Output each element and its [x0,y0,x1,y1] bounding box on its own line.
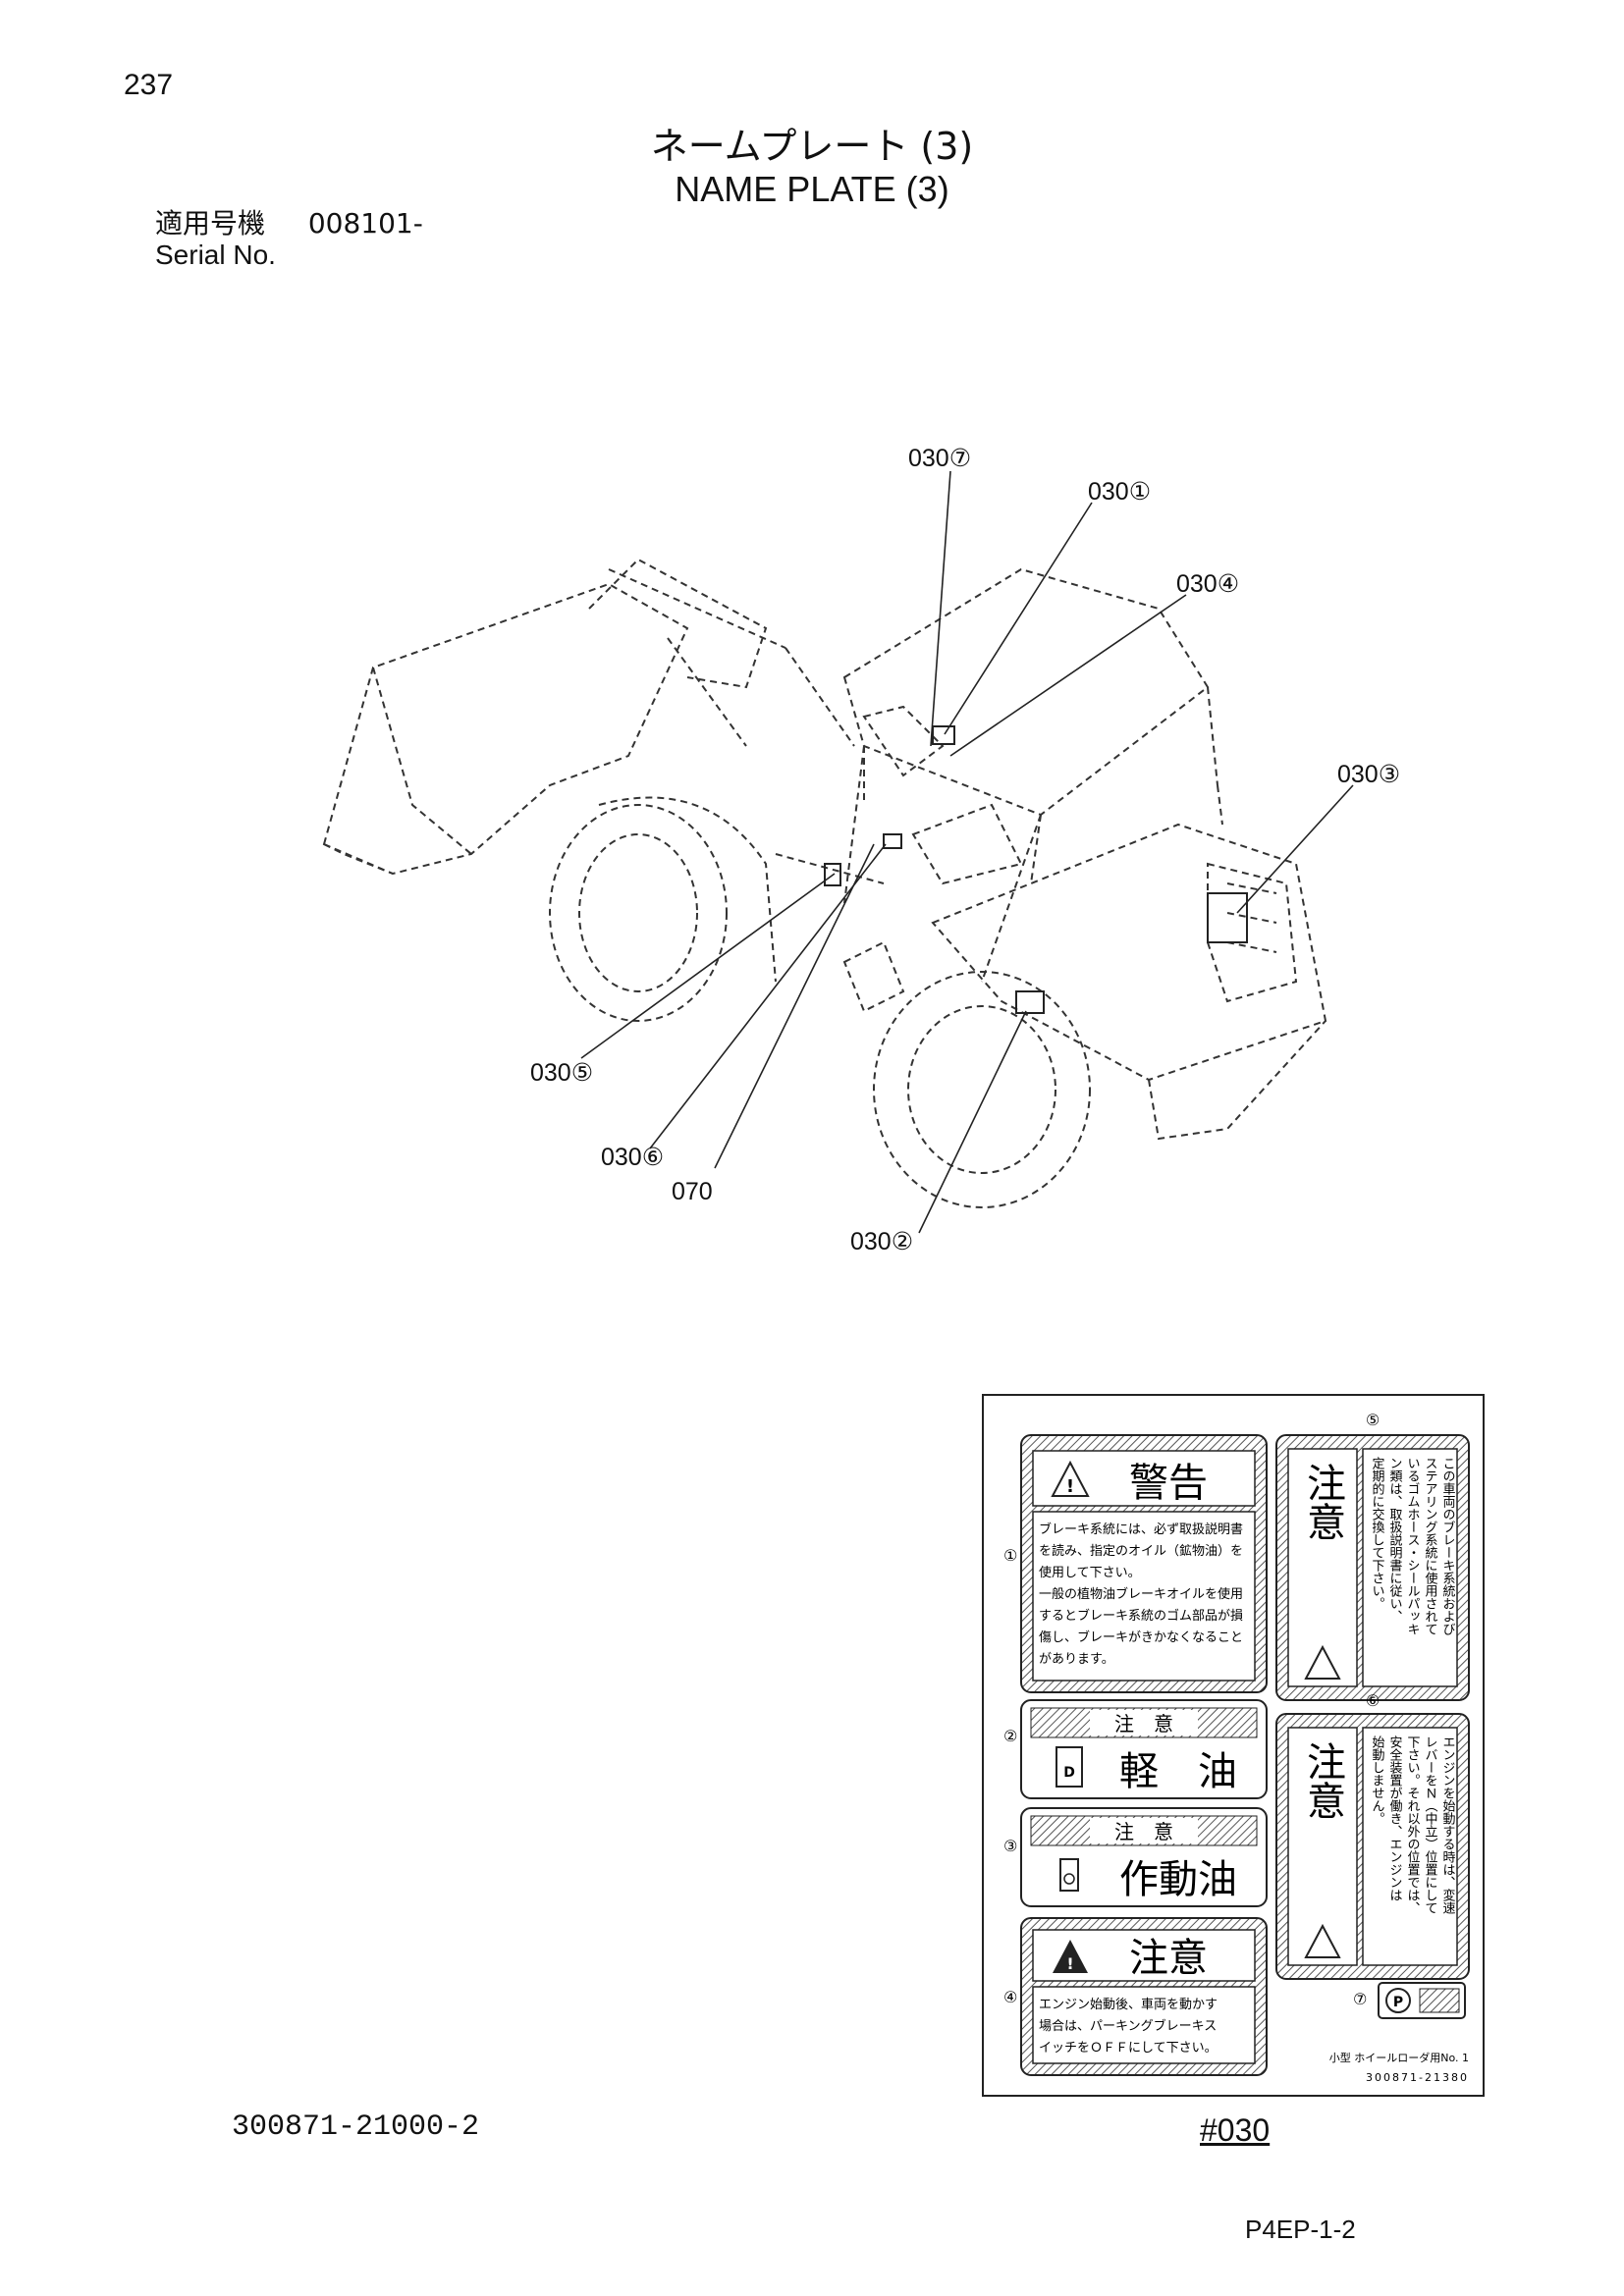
svg-text:ブレーキ系統には、必ず取扱説明書 を読み、指定の: ブレーキ系統には、必ず取扱説明書 を読み、指定のオイル（鉱物油）を 使用して下さ… [1039,1522,1247,1667]
callout-070: 070 [672,1178,713,1205]
plate-5-number: ⑤ [1366,1411,1380,1429]
callout-030-1: 030① [1088,478,1152,506]
plate-5-line: ステアリング系統に使用されて [1423,1457,1438,1635]
callout-030-6: 030⑥ [601,1144,665,1171]
plate-1-line: を読み、指定のオイル（鉱物油）を [1039,1543,1243,1559]
serial-range: 適用号機 008101- [155,202,423,241]
plate-1-line: 一般の植物油ブレーキオイルを使用 [1039,1586,1243,1602]
plate-4-heading: 注意 [1129,1936,1208,1981]
plate-6-number: ⑥ [1366,1691,1380,1710]
plate-6-line: 始動しません。 [1370,1735,1385,1825]
callout-030-7: 030⑦ [908,445,972,472]
svg-text:!: ! [1066,1476,1074,1497]
plate-6-heading: 注意 [1300,1741,1345,1820]
plate-5-line: この車両のブレーキ系統および [1440,1457,1456,1635]
page-title-jp: ネームプレート (3) [650,125,974,168]
serial-label-en: Serial No. [155,240,276,270]
plate-1-heading: 警告 [1129,1461,1208,1506]
plate-3-heading: 注 意 [1114,1820,1173,1843]
plate-2-text: 軽 油 [1119,1749,1237,1794]
plate-6-line: レバーをＮ（中立）位置にして [1423,1735,1438,1914]
sheet-caption: 小型 ホイールローダ用No. 1 [1329,2051,1469,2064]
document-code: 300871-21000-2 [232,2110,480,2144]
plate-4-line: イッチをＯＦＦにして下さい。 [1039,2041,1218,2056]
plate-1-line: 傷し、ブレーキがきかなくなること [1039,1629,1243,1645]
svg-text:ステアリング系統に使用されて: ステアリング系統に使用されて [1423,1457,1438,1635]
callout-030-5: 030⑤ [530,1059,594,1087]
warning-triangle-icon [1304,1923,1341,1958]
svg-text:いるゴムホース・シールパッキ: いるゴムホース・シールパッキ [1405,1457,1421,1635]
decal-sheet: ① ! 警告 ブレーキ系統には、必ず取扱説明書 を読み、指定のオイル（鉱物油）を… [982,1394,1485,2097]
plate-6-line: エンジンを始動する時は、変速 [1440,1735,1456,1914]
wheel-loader-illustration [322,470,1354,1234]
decal-plate-3: ③ 注 意 作動油 [1003,1807,1268,1907]
fuel-pump-icon [1056,1746,1083,1788]
plate-5-line: ン類は、取扱説明書に従い、 [1387,1457,1403,1623]
svg-text:下さい。それ以外の位置では、: 下さい。それ以外の位置では、 [1405,1735,1421,1914]
plate-6-line: 安全装置が働き、エンジンは [1387,1735,1403,1901]
sheet-code: 300871-21380 [1366,2071,1469,2084]
svg-text:安全装置が働き、エンジンは: 安全装置が働き、エンジンは [1387,1735,1403,1901]
plate-5-line: いるゴムホース・シールパッキ [1405,1457,1421,1635]
svg-text:ン類は、取扱説明書に従い、: ン類は、取扱説明書に従い、 [1387,1457,1403,1623]
plate-3-text: 作動油 [1119,1857,1237,1902]
parking-brake-icon [1385,1988,1411,2013]
part-number-label: #030 [1200,2112,1271,2148]
decal-plate-7: ⑦ P [1353,1982,1466,2019]
warning-triangle-icon [1051,1460,1090,1497]
plate-1-line: するとブレーキ系統のゴム部品が損 [1039,1608,1243,1624]
svg-text:!: ! [1066,1954,1073,1973]
plate-7-number: ⑦ [1353,1990,1367,2008]
callout-030-4: 030④ [1176,570,1240,598]
plate-6-line: 下さい。それ以外の位置では、 [1405,1735,1421,1914]
plate-1-line: 使用して下さい。 [1039,1565,1141,1580]
plate-5-line: 定期的に交換して下さい。 [1370,1457,1385,1610]
plate-4-number: ④ [1003,1988,1017,2006]
svg-text:レバーをＮ（中立）位置にして: レバーをＮ（中立）位置にして [1423,1735,1438,1914]
callout-030-2: 030② [850,1228,914,1255]
decal-plate-5: ⑤ 注意 この車両のブレーキ系統および ステアリング系統に使用されて いるゴムホ… [1275,1411,1470,1701]
decal-plate-1: ① ! 警告 ブレーキ系統には、必ず取扱説明書 を読み、指定のオイル（鉱物油）を… [1003,1434,1268,1693]
svg-text:始動しません。: 始動しません。 [1370,1735,1385,1825]
decal-plate-2: ② 注 意 D 軽 油 [1003,1699,1268,1799]
caution-triangle-icon [1053,1940,1088,1973]
callout-030-3: 030③ [1337,761,1401,788]
plate-2-heading: 注 意 [1114,1712,1173,1735]
decal-plate-6: ⑥ 注意 エンジンを始動する時は、変速 レバーをＮ（中立）位置にして 下さい。そ… [1275,1691,1470,1980]
svg-text:この車両のブレーキ系統および: この車両のブレーキ系統および [1440,1457,1456,1635]
svg-text:エンジンを始動する時は、変速: エンジンを始動する時は、変速 [1440,1735,1456,1914]
svg-text:D: D [1063,1765,1075,1781]
plate-1-line: ブレーキ系統には、必ず取扱説明書 [1039,1522,1243,1537]
page-reference: P4EP-1-2 [1245,2215,1356,2244]
page-title-en: NAME PLATE (3) [675,169,949,209]
svg-text:エンジン始動後、車両を動かす 場合は、パーキング: エンジン始動後、車両を動かす 場合は、パーキングブレーキス イッチをＯＦＦにして… [1039,1998,1221,2056]
plate-4-line: 場合は、パーキングブレーキス [1039,2018,1217,2034]
serial-label-jp: 適用号機 [155,207,266,240]
plate-1-number: ① [1003,1546,1017,1565]
plate-5-heading: 注意 [1300,1463,1345,1541]
plate-4-line: エンジン始動後、車両を動かす [1039,1998,1218,2012]
warning-triangle-icon [1304,1644,1341,1680]
oil-can-icon [1059,1858,1079,1892]
plate-7-symbol: P [1393,1995,1403,2010]
plate-3-number: ③ [1003,1837,1017,1855]
svg-text:定期的に交換して下さい。: 定期的に交換して下さい。 [1370,1457,1385,1610]
decal-plate-4: ④ ! 注意 エンジン始動後、車両を動かす 場合は、パーキングブレーキス イッチ… [1003,1917,1268,2076]
serial-value: 008101- [307,207,423,240]
page-number: 237 [124,69,174,101]
plate-2-number: ② [1003,1727,1017,1745]
plate-1-line: があります。 [1039,1652,1114,1667]
